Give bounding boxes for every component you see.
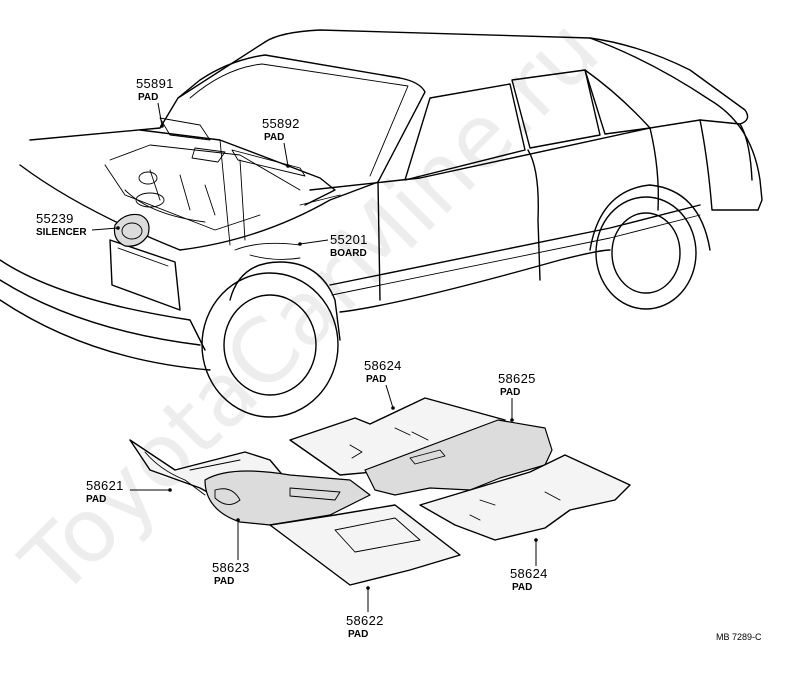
- svg-text:55892: 55892: [262, 116, 300, 131]
- svg-text:55891: 55891: [136, 76, 174, 91]
- svg-text:PAD: PAD: [366, 374, 386, 385]
- callout-55239: 55239 SILENCER: [36, 211, 120, 238]
- callout-58624-lower: 58624 PAD: [510, 538, 548, 593]
- svg-text:BOARD: BOARD: [330, 248, 367, 259]
- svg-text:SILENCER: SILENCER: [36, 227, 87, 238]
- car-illustration: [0, 29, 763, 418]
- reference-code: MB 7289-C: [716, 632, 762, 642]
- svg-text:PAD: PAD: [348, 629, 368, 640]
- callout-55891: 55891 PAD: [136, 76, 174, 128]
- svg-text:PAD: PAD: [264, 132, 284, 143]
- svg-text:55201: 55201: [330, 232, 368, 247]
- svg-text:58625: 58625: [498, 371, 536, 386]
- svg-text:PAD: PAD: [214, 576, 234, 587]
- callout-58623: 58623 PAD: [212, 518, 250, 587]
- svg-text:58624: 58624: [364, 358, 402, 373]
- callout-55892: 55892 PAD: [262, 116, 300, 168]
- callout-58622: 58622 PAD: [346, 586, 384, 640]
- svg-text:PAD: PAD: [500, 387, 520, 398]
- callout-55201: 55201 BOARD: [298, 232, 367, 259]
- svg-text:58623: 58623: [212, 560, 250, 575]
- callout-58625: 58625 PAD: [498, 371, 536, 422]
- callout-58621: 58621 PAD: [86, 478, 172, 505]
- svg-text:58621: 58621: [86, 478, 124, 493]
- svg-text:58622: 58622: [346, 613, 384, 628]
- floor-pads: [129, 397, 631, 586]
- svg-text:PAD: PAD: [512, 582, 532, 593]
- svg-text:PAD: PAD: [86, 494, 106, 505]
- callout-58624-upper: 58624 PAD: [364, 358, 402, 410]
- svg-text:55239: 55239: [36, 211, 74, 226]
- svg-text:58624: 58624: [510, 566, 548, 581]
- svg-text:PAD: PAD: [138, 92, 158, 103]
